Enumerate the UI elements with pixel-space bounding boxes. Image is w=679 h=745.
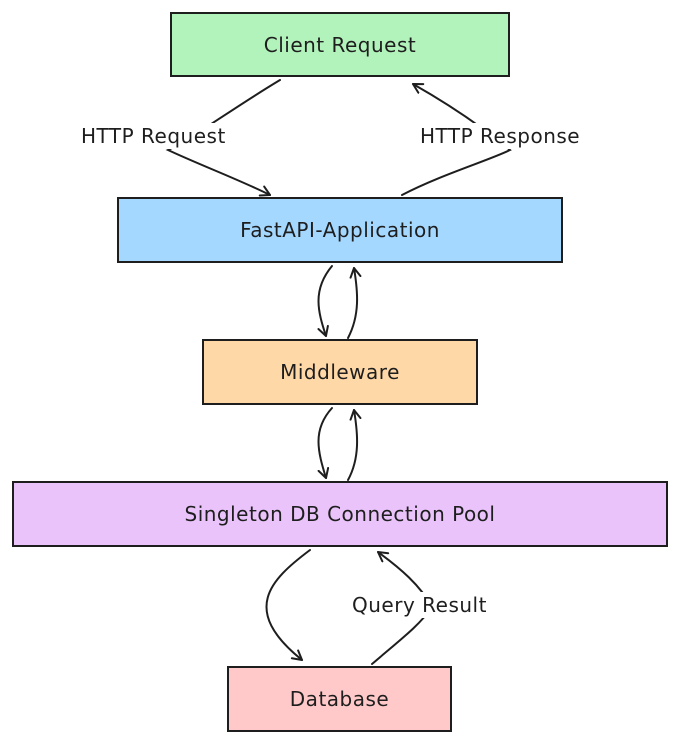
node-fastapi-application: FastAPI-Application [117, 197, 563, 263]
node-fastapi-application-label: FastAPI-Application [240, 218, 440, 242]
arrow-middleware-to-fastapi [347, 267, 362, 339]
arrow-pool-to-middleware [347, 409, 362, 481]
arrow-fastapi-to-middleware [317, 265, 333, 337]
arrow-pool-to-database [265, 549, 311, 661]
arrow-http-request [165, 79, 281, 197]
node-connection-pool: Singleton DB Connection Pool [12, 481, 668, 547]
node-database: Database [227, 666, 452, 732]
node-client-request-label: Client Request [263, 32, 417, 57]
edge-label-query-result: Query Result [349, 592, 490, 618]
node-database-label: Database [289, 687, 390, 711]
edge-label-http-response: HTTP Response [417, 123, 584, 149]
node-client-request: Client Request [170, 12, 510, 77]
arrow-http-response [401, 83, 512, 196]
node-middleware: Middleware [202, 339, 478, 405]
edge-label-http-request: HTTP Request [78, 123, 229, 149]
node-middleware-label: Middleware [280, 360, 400, 384]
arrow-middleware-to-pool [317, 407, 333, 479]
node-connection-pool-label: Singleton DB Connection Pool [184, 502, 496, 526]
